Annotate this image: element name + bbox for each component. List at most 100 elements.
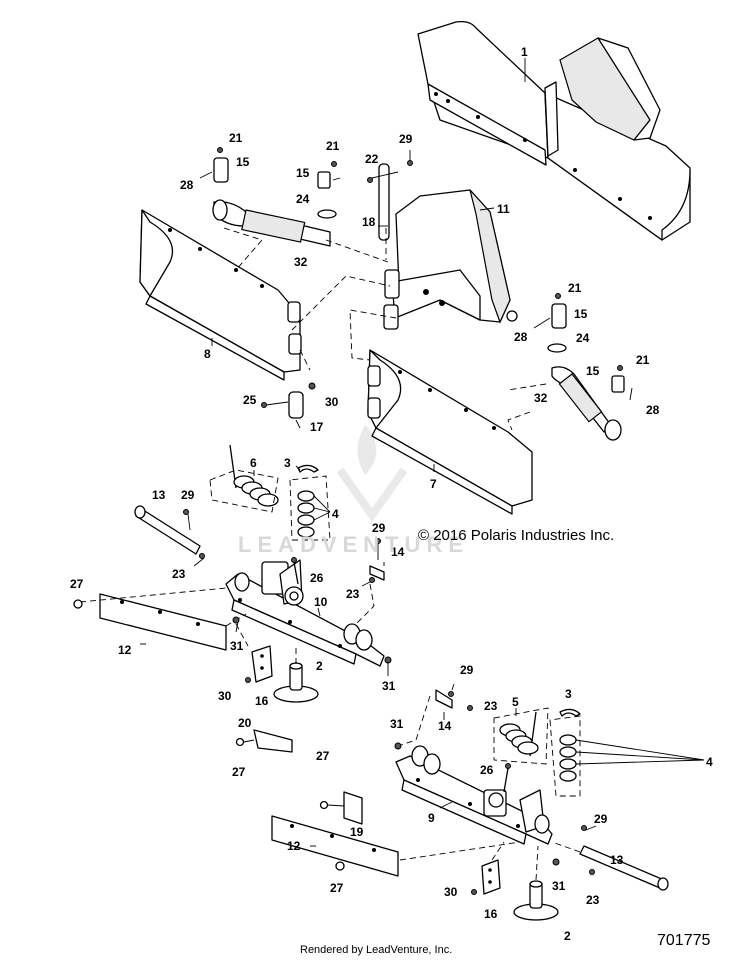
callout-28a: 28 — [180, 178, 194, 192]
part-20-bracket — [235, 729, 293, 753]
callout-31d: 31 — [552, 879, 566, 893]
callout-15c: 15 — [574, 307, 588, 321]
callout-26b: 26 — [480, 763, 494, 777]
callout-15d: 15 — [586, 364, 600, 378]
part-5-spring — [499, 708, 539, 757]
callout-1: 1 — [521, 45, 528, 59]
callout-24a: 24 — [296, 192, 310, 206]
callout-10: 10 — [314, 595, 328, 609]
part-2-skid-shoe-left — [273, 662, 319, 703]
callout-31a: 31 — [230, 639, 244, 653]
part-9-pivot-beam — [395, 745, 553, 845]
callout-23c: 23 — [484, 699, 498, 713]
rendered-by-credit: Rendered by LeadVenture, Inc. — [300, 944, 453, 956]
watermark-logo — [336, 425, 408, 522]
callout-15a: 15 — [236, 155, 250, 169]
callout-18: 18 — [362, 215, 376, 229]
callout-21c: 21 — [568, 281, 582, 295]
part-27-bolt-left-a — [73, 599, 83, 609]
callout-11: 11 — [497, 202, 510, 216]
callout-12a: 12 — [118, 643, 132, 657]
assembly-line-j — [289, 475, 331, 541]
part-3-cotter-pin-right — [559, 708, 581, 717]
callout-7: 7 — [430, 477, 437, 491]
assembly-line-h — [507, 383, 547, 391]
assembly-line-o — [235, 623, 249, 647]
callout-27b: 27 — [232, 765, 246, 779]
part-18-pivot-pin — [367, 150, 413, 241]
part-16-bracket-left — [232, 616, 392, 683]
part-2-skid-shoe-right — [513, 880, 559, 921]
assembly-line-a — [223, 227, 263, 271]
assembly-line-v — [535, 845, 539, 881]
part-14-pin-left — [361, 538, 385, 587]
callout-29e: 29 — [594, 812, 608, 826]
callout-17: 17 — [310, 420, 324, 434]
part-19-bracket — [319, 791, 363, 825]
callout-28b: 28 — [514, 330, 528, 344]
part-27-bolt-right-b — [335, 861, 345, 871]
assembly-line-t — [399, 841, 521, 861]
callout-20: 20 — [238, 716, 252, 730]
callout-32b: 32 — [534, 391, 548, 405]
callout-32a: 32 — [294, 255, 308, 269]
assembly-line-c — [291, 275, 391, 331]
callout-12b: 12 — [287, 839, 301, 853]
callout-27c: 27 — [316, 749, 330, 763]
callout-23d: 23 — [586, 893, 600, 907]
part-14-pin-right — [435, 683, 473, 720]
callout-3a: 3 — [284, 456, 291, 470]
callout-9: 9 — [428, 811, 435, 825]
callout-29c: 29 — [372, 521, 386, 535]
part-26-bolt-right — [503, 763, 511, 793]
part-11-a-frame — [383, 189, 518, 330]
assembly-line-s — [551, 841, 581, 853]
callout-16b: 16 — [484, 907, 498, 921]
callout-13b: 13 — [610, 853, 624, 867]
assembly-line-p — [493, 707, 549, 765]
part-26-bolt-left — [291, 557, 299, 585]
part-17-pivot-tube — [261, 382, 316, 429]
callout-30c: 30 — [444, 885, 458, 899]
part-13-rod-left — [134, 505, 205, 567]
copyright-notice: © 2016 Polaris Industries Inc. — [418, 527, 615, 544]
callout-2b: 2 — [564, 929, 571, 943]
assembly-line-b — [325, 239, 389, 263]
callout-labels: 1 21 15 28 21 15 24 22 29 18 11 32 8 25 … — [70, 45, 713, 943]
callout-27d: 27 — [330, 881, 344, 895]
part-12-cutting-edge-right — [271, 815, 399, 877]
callout-30b: 30 — [218, 689, 232, 703]
callout-28c: 28 — [646, 403, 660, 417]
callout-19: 19 — [350, 825, 364, 839]
assembly-line-l — [79, 587, 227, 603]
callout-15b: 15 — [296, 166, 310, 180]
callout-13a: 13 — [152, 488, 166, 502]
part-6-spring — [229, 444, 279, 507]
callout-22: 22 — [365, 152, 379, 166]
callout-30a: 30 — [325, 395, 339, 409]
part-31-nut-right-a — [394, 742, 402, 750]
assembly-line-e — [349, 309, 397, 361]
callout-14b: 14 — [438, 719, 452, 733]
callout-6: 6 — [250, 456, 257, 470]
part-10-pivot-beam — [225, 559, 385, 667]
part-1-plow-assembly — [417, 20, 691, 241]
part-4-washers — [297, 490, 331, 538]
callout-3b: 3 — [565, 687, 572, 701]
callout-23b: 23 — [346, 587, 360, 601]
part-32-cylinder-left — [199, 147, 341, 247]
assembly-line-u — [491, 841, 505, 861]
part-13-rod-right — [579, 825, 669, 891]
callout-26a: 26 — [310, 571, 324, 585]
callout-31b: 31 — [382, 679, 396, 693]
part-16-bracket-right — [471, 858, 560, 895]
callout-24b: 24 — [576, 331, 590, 345]
part-4-washers-right — [559, 734, 705, 782]
callout-16a: 16 — [255, 694, 269, 708]
callout-14a: 14 — [391, 545, 405, 559]
part-12-cutting-edge-left — [99, 593, 227, 651]
part-8-blade-left — [139, 209, 302, 381]
assembly-line-q — [549, 715, 581, 797]
callout-25: 25 — [243, 393, 257, 407]
